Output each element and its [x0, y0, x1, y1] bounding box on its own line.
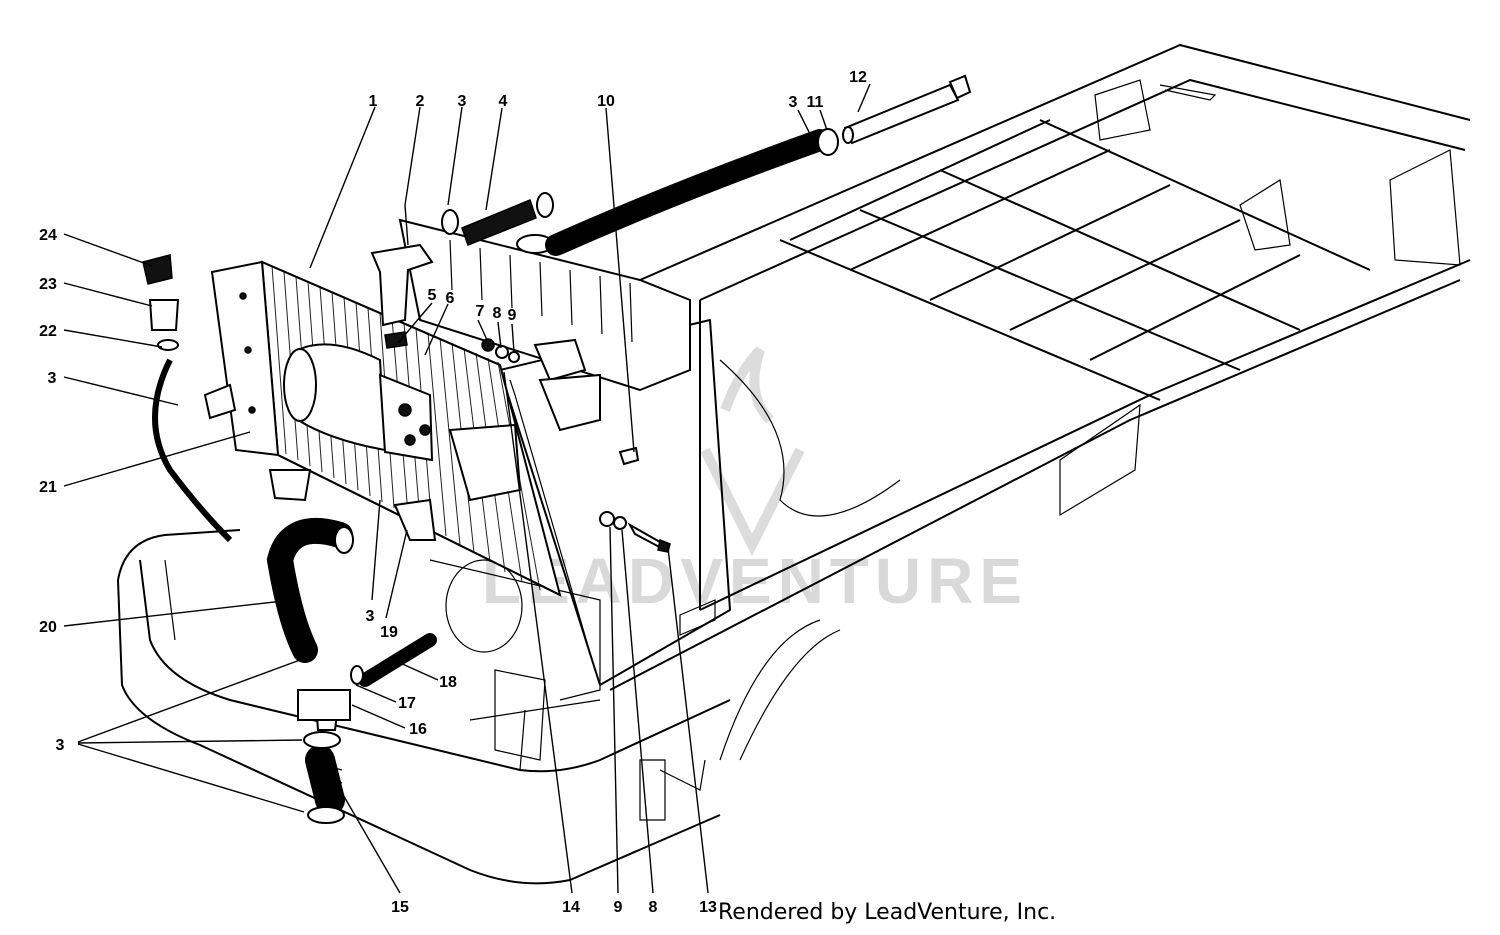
callout-12: 12: [849, 69, 867, 86]
callout-18: 18: [439, 674, 457, 691]
upper-hose-4: [441, 192, 554, 246]
leader-lines: [63, 83, 871, 894]
callout-10: 10: [597, 93, 615, 110]
top-tank: [398, 218, 691, 392]
oil-filter: [283, 343, 434, 462]
watermark-text: LEADVENTURE: [482, 545, 1028, 617]
callout-23: 23: [39, 276, 57, 293]
callout-14: 14: [562, 899, 580, 916]
callout-8-lower: 8: [649, 899, 658, 916]
chassis-frame: [609, 44, 1471, 821]
callout-1: 1: [369, 93, 378, 110]
callout-3-bottom: 3: [56, 737, 65, 754]
callout-3-top: 3: [458, 93, 467, 110]
callout-4: 4: [499, 93, 508, 110]
callout-22: 22: [39, 323, 57, 340]
callout-3-left: 3: [48, 370, 57, 387]
thermostat-elbow: [370, 243, 434, 349]
callout-8-upper: 8: [493, 305, 502, 322]
drain-hose: [142, 254, 233, 543]
callout-9-upper: 9: [508, 307, 517, 324]
callout-11: 11: [807, 94, 824, 111]
callout-16: 16: [409, 721, 427, 738]
hardware: [481, 338, 671, 553]
callout-3-mid: 3: [366, 608, 375, 625]
callout-20: 20: [39, 619, 57, 636]
callout-17: 17: [398, 695, 416, 712]
callout-21: 21: [39, 479, 57, 496]
callout-13: 13: [699, 899, 717, 916]
watermark: LEADVENTURE: [482, 346, 1028, 617]
callout-15: 15: [391, 899, 409, 916]
callout-5: 5: [428, 287, 437, 304]
callout-6: 6: [446, 290, 455, 307]
callout-3-hose: 3: [789, 94, 798, 111]
callout-labels: 1 2 3 4 5 6 7 8 9 10 3 11 12 24 23 22 3 …: [39, 69, 867, 916]
callout-24: 24: [39, 227, 57, 244]
callout-2: 2: [416, 93, 425, 110]
credit-text: Rendered by LeadVenture, Inc.: [718, 900, 1057, 925]
callout-9-lower: 9: [614, 899, 623, 916]
short-hose-18: [350, 633, 437, 687]
lower-hose-20: [266, 517, 354, 824]
callout-7: 7: [476, 303, 485, 320]
long-upper-hose: [545, 128, 839, 256]
callout-19: 19: [380, 624, 398, 641]
metal-pipe-12: [842, 74, 972, 145]
elbow-fittings: [203, 338, 601, 541]
